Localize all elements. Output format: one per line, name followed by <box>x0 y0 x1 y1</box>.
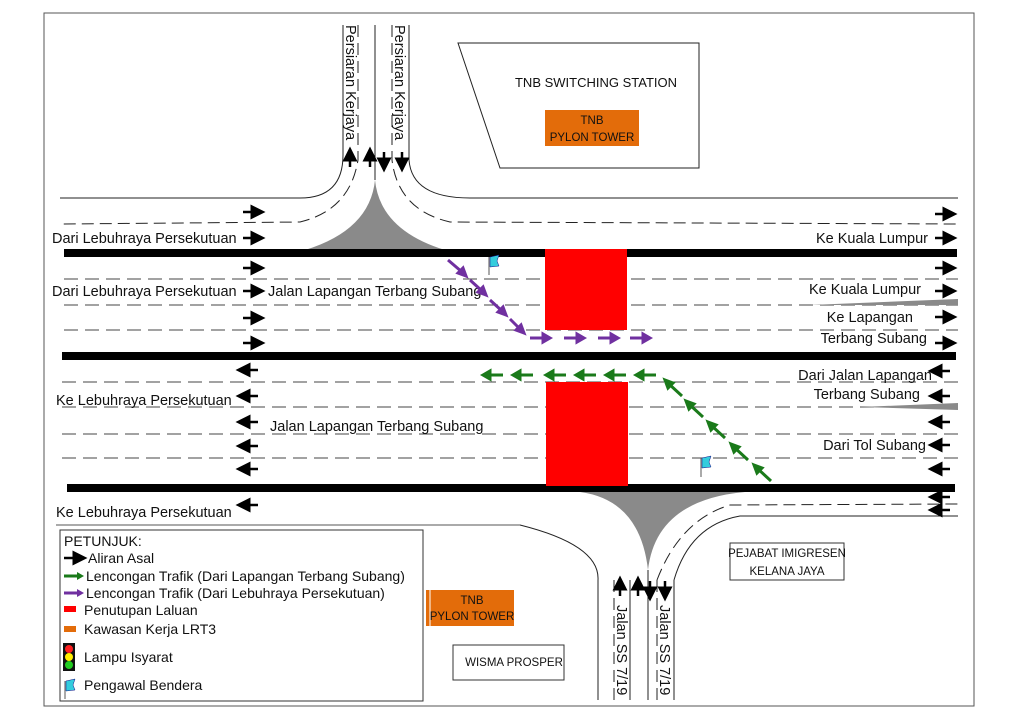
label-dari-jalan-1: Dari Jalan Lapangan <box>798 368 932 384</box>
imigresen-label-1: PEJABAT IMIGRESEN <box>728 548 846 560</box>
road-edge-north <box>64 249 957 257</box>
legend-item-label: Kawasan Kerja LRT3 <box>84 621 216 637</box>
bottom-traffic-island <box>580 492 745 570</box>
jalan-ss-left-label: Jalan SS 7/19 <box>613 605 629 695</box>
top-lane-arrows <box>342 146 410 173</box>
green-detour-arrows <box>479 368 773 483</box>
label-ke-kl-2: Ke Kuala Lumpur <box>809 282 921 298</box>
legend-green-arrow-icon <box>64 572 84 580</box>
wisma-prosper-label: WISMA PROSPER <box>465 657 563 669</box>
legend-title: PETUNJUK: <box>64 533 142 549</box>
traffic-light-icon <box>63 643 75 671</box>
persiaran-kerjaya-left-label: Persiaran Kerjaya <box>342 25 358 141</box>
tnb-switching-station <box>457 42 700 169</box>
label-ke-lebuhraya-2: Ke Lebuhraya Persekutuan <box>56 505 232 521</box>
label-dari-jalan-2: Terbang Subang <box>814 387 920 403</box>
label-dari-lebuhraya-2: Dari Lebuhraya Persekutuan <box>52 284 237 300</box>
jalan-ss-right-label: Jalan SS 7/19 <box>656 605 672 695</box>
taper-south <box>860 403 958 410</box>
pylon-tower-top <box>545 110 639 146</box>
map-frame <box>43 12 975 707</box>
legend-flag-icon <box>64 678 76 699</box>
label-dari-tol: Dari Tol Subang <box>823 438 926 454</box>
flag-icon <box>700 455 712 477</box>
lane-closure-north <box>545 249 627 330</box>
legend-closure-icon <box>64 606 76 612</box>
label-main-west: Jalan Lapangan Terbang Subang <box>270 419 483 435</box>
pylon-top-label-2: PYLON TOWER <box>550 132 635 144</box>
pylon-tower-bottom <box>426 590 514 626</box>
top-traffic-island <box>305 180 445 250</box>
pejabat-imigresen <box>729 542 845 581</box>
label-dari-lebuhraya-1: Dari Lebuhraya Persekutuan <box>52 231 237 247</box>
legend-item-label: Lampu Isyarat <box>84 649 173 665</box>
bottom-lane-arrows <box>612 575 673 602</box>
imigresen-label-2: KELANA JAYA <box>750 566 825 578</box>
legend-item-label: Lencongan Trafik (Dari Lapangan Terbang … <box>86 568 405 584</box>
label-main-east: Jalan Lapangan Terbang Subang <box>268 284 481 300</box>
road-median <box>62 352 956 360</box>
legend-item-label: Aliran Asal <box>88 550 154 566</box>
wisma-prosper <box>452 644 565 681</box>
switching-station-label: TNB SWITCHING STATION <box>515 75 677 90</box>
taper-north <box>810 299 958 305</box>
legend-item-label: Pengawal Bendera <box>84 677 203 693</box>
lane-closure-south <box>546 382 628 486</box>
label-ke-lapangan-2: Terbang Subang <box>821 331 927 347</box>
legend-purple-arrow-icon <box>64 589 84 597</box>
legend-work-area-icon <box>64 626 76 632</box>
pylon-bottom-label-1: TNB <box>461 595 484 607</box>
pylon-top-label-1: TNB <box>581 115 604 127</box>
road-edge-south <box>67 484 955 492</box>
jalan-ss-road <box>60 503 959 700</box>
label-ke-kl-1: Ke Kuala Lumpur <box>816 231 928 247</box>
pylon-bottom-label-2: PYLON TOWER <box>430 611 515 623</box>
purple-detour-arrows <box>447 258 654 345</box>
persiaran-kerjaya-right-label: Persiaran Kerjaya <box>391 25 407 141</box>
label-ke-lebuhraya-1: Ke Lebuhraya Persekutuan <box>56 393 232 409</box>
legend-item-label: Penutupan Laluan <box>84 602 198 618</box>
original-flow-arrows <box>235 204 958 518</box>
flag-icon <box>488 254 500 275</box>
legend-item-label: Lencongan Trafik (Dari Lebuhraya Perseku… <box>86 585 385 601</box>
label-ke-lapangan-1: Ke Lapangan <box>827 310 913 326</box>
lane-markings <box>62 278 958 459</box>
legend-box <box>59 529 424 702</box>
